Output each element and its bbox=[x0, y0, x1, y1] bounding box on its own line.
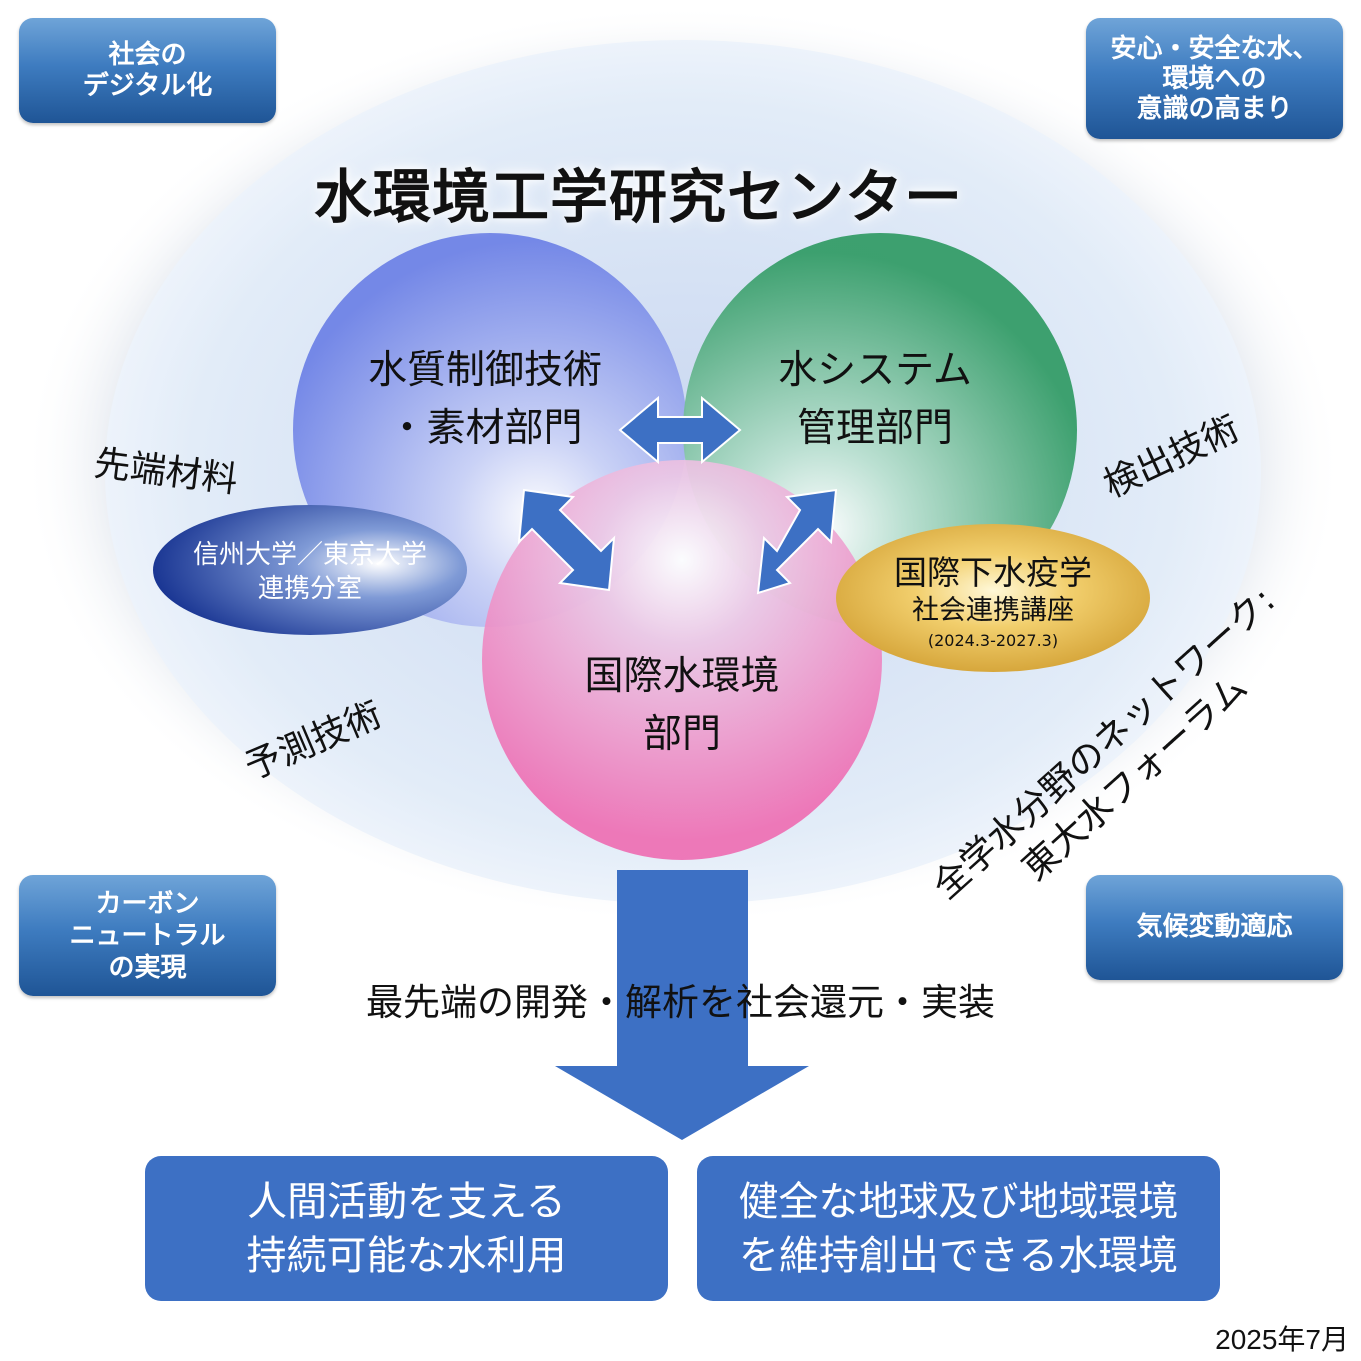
label-line: 部門 bbox=[642, 712, 721, 757]
shinshu-line: 連携分室 bbox=[257, 574, 362, 604]
implementation-arrow bbox=[555, 870, 809, 1140]
digitalization-box: 社会の デジタル化 bbox=[19, 18, 276, 123]
corner-text: 社会の bbox=[108, 39, 187, 70]
outcome-line: 人間活動を支える bbox=[247, 1178, 566, 1225]
water-system-label: 水システム 管理部門 bbox=[690, 342, 1060, 458]
date-label: 2025年7月 bbox=[1215, 1324, 1349, 1355]
corner-text: ニュートラル bbox=[69, 920, 226, 951]
corner-text: の実現 bbox=[108, 952, 187, 983]
arrow-quality-system bbox=[618, 395, 742, 465]
chair-line2: 社会連携講座 bbox=[912, 595, 1074, 626]
page-title: 水環境工学研究センター bbox=[314, 163, 964, 231]
label-line: ・素材部門 bbox=[387, 406, 583, 451]
corner-text: デジタル化 bbox=[82, 70, 213, 101]
outcome-line: 持続可能な水利用 bbox=[246, 1232, 567, 1279]
sustainable-water-use-box: 人間活動を支える 持続可能な水利用 bbox=[145, 1156, 668, 1301]
carbon-neutral-box: カーボン ニュートラル の実現 bbox=[19, 875, 276, 996]
corner-text: 環境への bbox=[1162, 63, 1267, 94]
arrow-quality-international bbox=[517, 488, 616, 592]
chair-line1: 国際下水疫学 bbox=[894, 553, 1092, 592]
water-quality-label: 水質制御技術 ・素材部門 bbox=[300, 342, 670, 458]
healthy-environment-box: 健全な地球及び地域環境 を維持創出できる水環境 bbox=[697, 1156, 1220, 1301]
corner-text: 気候変動適応 bbox=[1136, 912, 1293, 942]
label-line: 管理部門 bbox=[796, 406, 953, 451]
shinshu-line: 信州大学／東京大学 bbox=[192, 540, 427, 570]
label-line: 水システム bbox=[778, 348, 972, 393]
corner-text: 意識の高まり bbox=[1136, 93, 1293, 124]
shinshu-text: 信州大学／東京大学 連携分室 bbox=[160, 538, 460, 606]
safe-water-awareness-box: 安心・安全な水、 環境への 意識の高まり bbox=[1086, 18, 1343, 139]
corner-text: カーボン bbox=[95, 888, 200, 919]
arrow-system-international bbox=[756, 488, 838, 595]
label-line: 国際水環境 bbox=[584, 654, 780, 699]
climate-adaptation-box: 気候変動適応 bbox=[1086, 875, 1343, 980]
wastewater-chair-ellipse bbox=[836, 524, 1150, 672]
wastewater-chair-text: 国際下水疫学 社会連携講座 (2024.3-2027.3) bbox=[840, 552, 1146, 654]
outcome-line: を維持創出できる水環境 bbox=[738, 1232, 1179, 1279]
label-line: 水質制御技術 bbox=[367, 348, 602, 393]
shinshu-ellipse bbox=[153, 505, 467, 635]
implementation-caption: 最先端の開発・解析を社会還元・実装 bbox=[366, 981, 995, 1024]
chair-period: (2024.3-2027.3) bbox=[927, 631, 1059, 650]
corner-text: 安心・安全な水、 bbox=[1110, 33, 1319, 64]
international-label: 国際水環境 部門 bbox=[497, 648, 867, 764]
outcome-line: 健全な地球及び地域環境 bbox=[738, 1178, 1179, 1225]
